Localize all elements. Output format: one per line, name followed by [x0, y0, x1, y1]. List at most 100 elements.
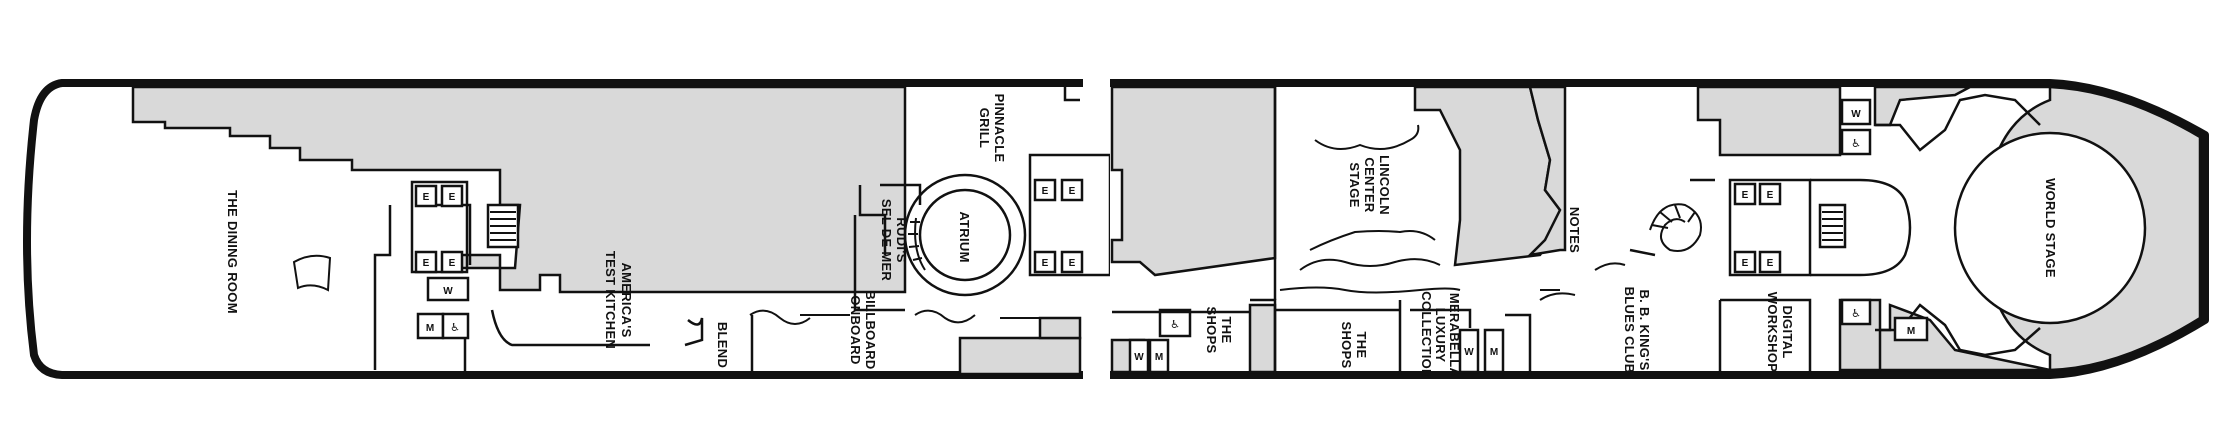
wall — [373, 205, 392, 370]
bb-kings-label-line2: BLUES CLUB — [1622, 287, 1637, 374]
wall — [1594, 262, 1626, 271]
elevator-label: E — [1069, 258, 1076, 269]
notes-label: NOTES — [1567, 207, 1582, 253]
elevator-label: E — [449, 258, 456, 269]
accessible-restroom[interactable] — [1158, 308, 1192, 338]
lincoln-center-label-line3: STAGE — [1347, 162, 1362, 207]
shaded-area-notes — [1526, 85, 1567, 257]
stage-seating — [1314, 124, 1420, 150]
digital-workshop-label-line2: WORKSHOP — [1765, 292, 1780, 372]
hull-forward — [1110, 79, 2209, 379]
womens-restroom-label: W — [1134, 352, 1144, 363]
shaded-area-aft-starboard — [958, 336, 1082, 376]
stage-seating — [1299, 258, 1441, 271]
stairs-icon — [292, 254, 332, 292]
bb-kings-label-line1: B. B. KING'S — [1637, 289, 1652, 370]
mens-restroom[interactable] — [1148, 338, 1170, 374]
wall — [1810, 178, 1912, 277]
womens-restroom-label: W — [1851, 109, 1861, 120]
elevator-label: E — [1742, 190, 1749, 201]
shaded-area-fwd-aft — [1110, 85, 1277, 277]
billboard-label-line1: BILLBOARD — [863, 290, 878, 369]
pinnacle-grill-label-line1: PINNACLE — [992, 94, 1007, 163]
mens-restroom-label: M — [426, 323, 434, 334]
elevator-label: E — [423, 192, 430, 203]
blend-label: BLEND — [715, 322, 730, 368]
elevator[interactable] — [1758, 250, 1782, 274]
wall — [1720, 298, 1812, 375]
wall — [858, 185, 887, 255]
elevator-bank — [410, 180, 469, 274]
mens-restroom[interactable] — [1483, 328, 1505, 374]
lincoln-center-label-line1: LINCOLN — [1377, 155, 1392, 215]
shops-a-label-line2: SHOPS — [1204, 306, 1219, 353]
digital-workshop-label-line1: DIGITAL — [1780, 305, 1795, 358]
elevator-label: E — [1042, 186, 1049, 197]
world-stage-label: WORLD STAGE — [2043, 178, 2058, 278]
elevator-label: E — [449, 192, 456, 203]
elevator[interactable] — [1060, 178, 1084, 202]
shops-b-label-line2: SHOPS — [1339, 321, 1354, 368]
womens-restroom[interactable] — [1840, 98, 1872, 126]
mens-restroom-label: M — [1490, 347, 1498, 358]
wall — [490, 309, 650, 347]
stairs-icon — [486, 203, 520, 249]
stage-seating — [1309, 230, 1436, 251]
mens-restroom-label: M — [1907, 326, 1915, 337]
test-kitchen-label-line1: AMERICA'S — [619, 262, 634, 337]
accessible-restroom-icon: ♿ — [1851, 307, 1861, 320]
wall — [914, 309, 976, 324]
elevator-label: E — [1767, 258, 1774, 269]
elevator[interactable] — [440, 184, 464, 208]
elevator-label: E — [423, 258, 430, 269]
wall — [1629, 248, 1656, 257]
shops-b-label-line1: THE — [1354, 332, 1369, 359]
elevator[interactable] — [414, 250, 438, 274]
atrium-label: ATRIUM — [957, 211, 972, 262]
accessible-restroom-icon: ♿ — [450, 321, 460, 334]
elevator[interactable] — [1033, 178, 1057, 202]
elevator-bank — [1728, 178, 1812, 277]
world-stage[interactable] — [1953, 131, 2147, 325]
womens-restroom[interactable] — [1128, 338, 1150, 374]
shaded-area-fwd-shops — [1248, 303, 1277, 374]
atrium[interactable] — [918, 188, 1012, 282]
wall — [1279, 286, 1461, 294]
elevator-label: E — [1042, 258, 1049, 269]
test-kitchen-label-line2: TEST KITCHEN — [603, 251, 618, 349]
womens-restroom-label: W — [1464, 347, 1474, 358]
spiral-stairs-icon — [1649, 203, 1702, 252]
wall — [1505, 313, 1532, 375]
accessible-restroom[interactable] — [1840, 128, 1872, 156]
elevator-label: E — [1767, 190, 1774, 201]
billboard-label-line2: ONBOARD — [848, 295, 863, 364]
stairs-icon — [1818, 203, 1847, 249]
womens-restroom[interactable] — [426, 276, 470, 302]
mens-restroom-label: M — [1155, 352, 1163, 363]
mens-restroom[interactable] — [1893, 316, 1929, 342]
accessible-restroom-icon: ♿ — [1170, 318, 1180, 331]
wall — [853, 215, 905, 312]
elevator-label: E — [1742, 258, 1749, 269]
elevator[interactable] — [440, 250, 464, 274]
accessible-restroom[interactable] — [1840, 298, 1872, 326]
atrium-outer — [903, 173, 1027, 297]
accessible-restroom-icon: ♿ — [1851, 137, 1861, 150]
elevator[interactable] — [1758, 182, 1782, 206]
womens-restroom[interactable] — [1458, 328, 1480, 374]
accessible-restroom[interactable] — [441, 312, 470, 340]
lincoln-center-label-line2: CENTER — [1362, 157, 1377, 213]
shaded-area-aft-corner — [1038, 316, 1082, 340]
elevator[interactable] — [1033, 250, 1057, 274]
elevator[interactable] — [1733, 250, 1757, 274]
womens-restroom-label: W — [443, 286, 453, 297]
wall — [1410, 308, 1472, 328]
elevator[interactable] — [1060, 250, 1084, 274]
wall — [1875, 93, 2041, 152]
elevator[interactable] — [1733, 182, 1757, 206]
wall — [1063, 83, 1080, 102]
wall — [905, 183, 922, 205]
merabella-label-line1: MERABELLA — [1447, 293, 1462, 378]
elevator[interactable] — [414, 184, 438, 208]
